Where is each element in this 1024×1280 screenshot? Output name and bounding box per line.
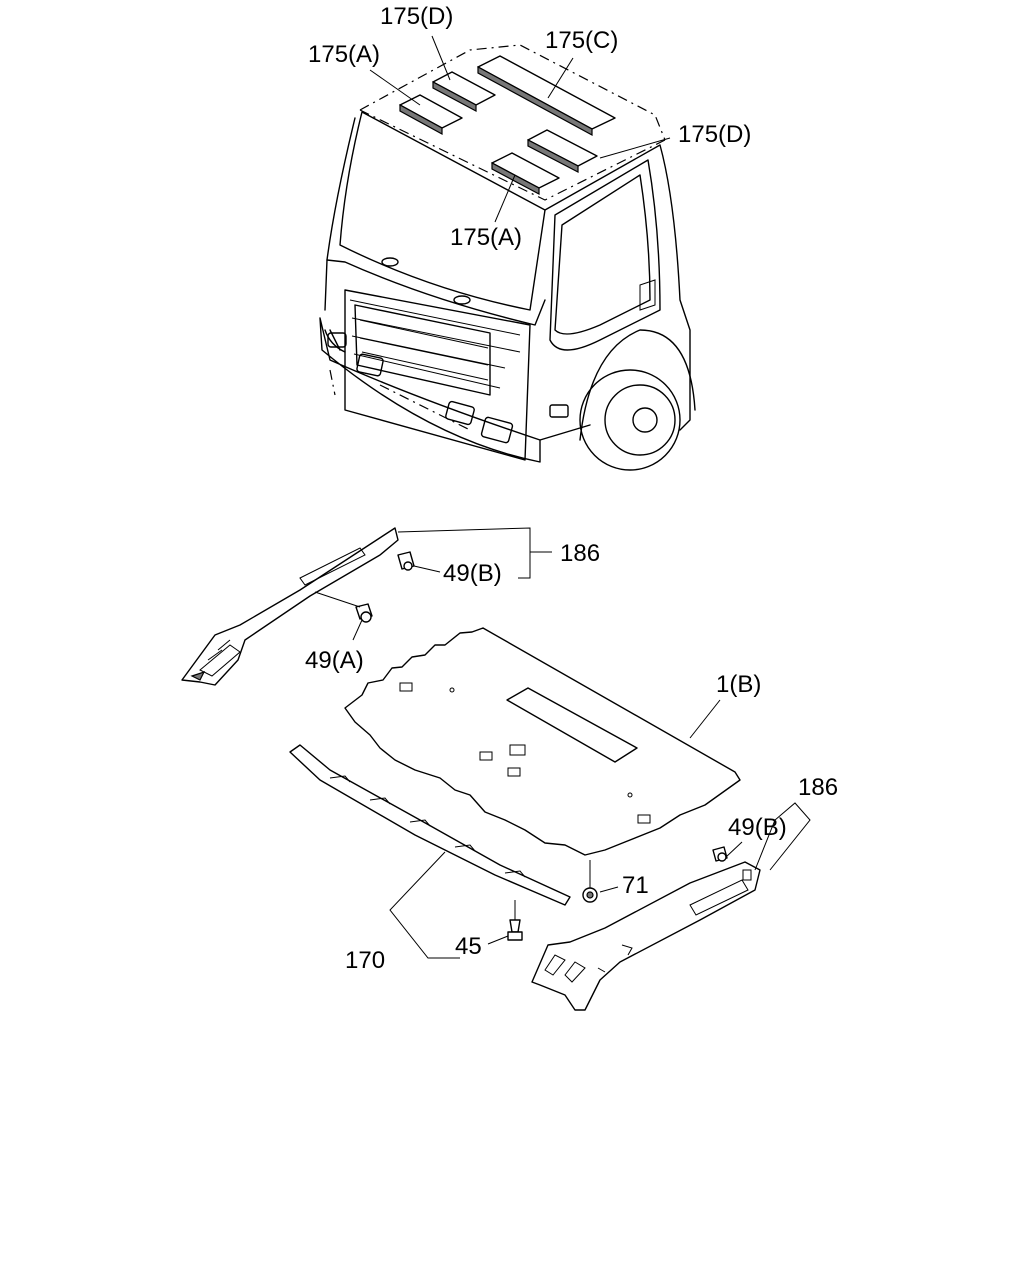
roof-insulator-175d-right: [527, 129, 598, 173]
roof-insulator-175a-top: [399, 94, 463, 136]
label-186-left: 186: [560, 540, 600, 567]
pillar-trim-right: [531, 861, 761, 1011]
truck-cab-drawing: [319, 35, 696, 471]
roof-insulator-175c: [477, 55, 616, 137]
label-45: 45: [455, 933, 482, 960]
label-170: 170: [345, 947, 385, 974]
label-175d-right: 175(D): [678, 121, 751, 148]
label-71: 71: [622, 872, 649, 899]
label-175a-bottom: 175(A): [450, 224, 522, 251]
front-trim-strip: [289, 744, 571, 906]
headlining-panel: [344, 627, 741, 856]
label-49b-right: 49(B): [728, 814, 787, 841]
label-175a-top: 175(A): [308, 41, 380, 68]
label-49a: 49(A): [305, 647, 364, 674]
pillar-trim-left: [181, 527, 399, 686]
clip-49a: [355, 603, 373, 623]
label-186-right: 186: [798, 774, 838, 801]
roof-insulator-175d-top: [432, 71, 496, 113]
roof-insulator-175a-bottom: [491, 152, 560, 195]
label-175d-top: 175(D): [380, 3, 453, 30]
label-49b-left: 49(B): [443, 560, 502, 587]
label-1b: 1(B): [716, 671, 761, 698]
label-175c: 175(C): [545, 27, 618, 54]
